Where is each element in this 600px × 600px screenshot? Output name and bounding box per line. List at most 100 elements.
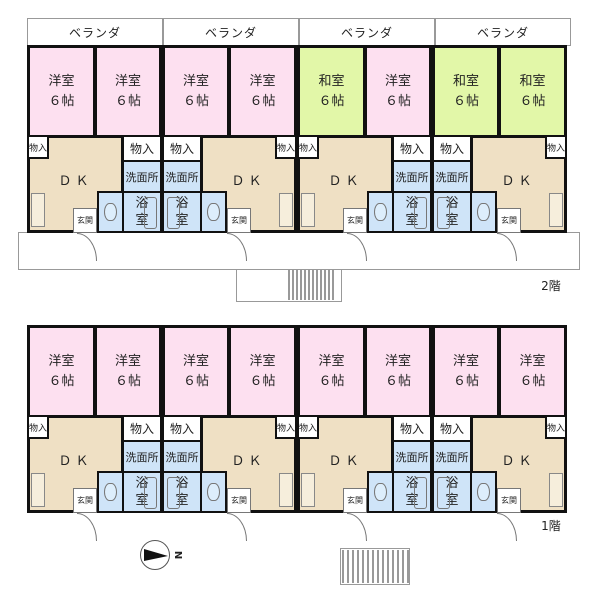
stair-step — [372, 550, 374, 583]
washroom: 洗面所 — [162, 160, 202, 193]
bathroom: 浴 室 — [122, 471, 162, 513]
veranda: ベランダ — [163, 18, 299, 46]
veranda: ベランダ — [299, 18, 435, 46]
closet: 物入 — [392, 135, 432, 162]
entrance: 玄関 — [343, 488, 367, 513]
entrance: 玄関 — [227, 488, 251, 513]
kitchen-sink-icon — [31, 473, 45, 507]
veranda: ベランダ — [27, 18, 163, 46]
room: 洋室 ６帖 — [228, 325, 297, 418]
entrance: 玄関 — [343, 208, 367, 233]
stair-step — [367, 550, 369, 583]
toilet-icon — [374, 483, 387, 501]
closet: 物入 — [122, 135, 162, 162]
stair-step — [357, 550, 359, 583]
floor-label: 1階 — [541, 518, 561, 533]
closet-small: 物入 — [297, 135, 319, 159]
room: 洋室 ６帖 — [162, 325, 230, 418]
room: 洋室 ６帖 — [27, 45, 96, 138]
stair-step — [377, 550, 379, 583]
stair-step — [304, 270, 306, 300]
stair-step — [316, 270, 318, 300]
closet-small: 物入 — [27, 415, 49, 439]
closet-small: 物入 — [545, 415, 567, 439]
closet-small: 物入 — [275, 135, 297, 159]
stair-step — [347, 550, 349, 583]
stair-step — [407, 550, 409, 583]
room: 和室 ６帖 — [432, 45, 500, 138]
closet: 物入 — [122, 415, 162, 442]
stair-step — [288, 270, 290, 300]
stair-step — [320, 270, 322, 300]
room: 洋室 ６帖 — [432, 325, 500, 418]
kitchen-sink-icon — [549, 473, 563, 507]
closet: 物入 — [392, 415, 432, 442]
stair-step — [397, 550, 399, 583]
entrance: 玄関 — [497, 208, 521, 233]
door-icon — [227, 513, 247, 541]
toilet-icon — [477, 483, 490, 501]
bathtub-icon — [437, 477, 450, 509]
room: 洋室 ６帖 — [498, 325, 567, 418]
room: 和室 ６帖 — [498, 45, 567, 138]
veranda: ベランダ — [435, 18, 571, 46]
stair-step — [324, 270, 326, 300]
closet-small: 物入 — [545, 135, 567, 159]
toilet-icon — [104, 483, 117, 501]
closet: 物入 — [432, 135, 472, 162]
closet-small: 物入 — [27, 135, 49, 159]
washroom: 洗面所 — [432, 440, 472, 473]
stair-step — [387, 550, 389, 583]
room: 洋室 ６帖 — [297, 325, 366, 418]
north-label: N — [172, 550, 184, 560]
stair-step — [292, 270, 294, 300]
washroom: 洗面所 — [432, 160, 472, 193]
door-icon — [347, 513, 367, 541]
room: 洋室 ６帖 — [228, 45, 297, 138]
room: 和室 ６帖 — [297, 45, 366, 138]
bathtub-icon — [437, 197, 450, 229]
stair-step — [300, 270, 302, 300]
toilet-icon — [207, 483, 220, 501]
toilet-icon — [477, 203, 490, 221]
corridor — [18, 232, 580, 270]
closet: 物入 — [162, 415, 202, 442]
kitchen-sink-icon — [279, 473, 293, 507]
closet-small: 物入 — [275, 415, 297, 439]
bathtub-icon — [167, 477, 180, 509]
bathtub-icon — [144, 197, 157, 229]
entrance: 玄関 — [497, 488, 521, 513]
washroom: 洗面所 — [122, 440, 162, 473]
kitchen-sink-icon — [31, 193, 45, 227]
room: 洋室 ６帖 — [94, 45, 162, 138]
stairs — [340, 548, 410, 585]
stair-step — [402, 550, 404, 583]
washroom: 洗面所 — [162, 440, 202, 473]
room: 洋室 ６帖 — [364, 45, 432, 138]
stair-step — [296, 270, 298, 300]
stair-step — [332, 270, 334, 300]
kitchen-sink-icon — [279, 193, 293, 227]
stair-step — [312, 270, 314, 300]
stair-step — [342, 550, 344, 583]
toilet-icon — [207, 203, 220, 221]
stair-step — [328, 270, 330, 300]
entrance: 玄関 — [73, 208, 97, 233]
bathroom: 浴 室 — [392, 471, 432, 513]
closet: 物入 — [162, 135, 202, 162]
closet-small: 物入 — [297, 415, 319, 439]
toilet-icon — [104, 203, 117, 221]
stair-step — [352, 550, 354, 583]
entrance: 玄関 — [227, 208, 251, 233]
room: 洋室 ６帖 — [162, 45, 230, 138]
stair-step — [382, 550, 384, 583]
toilet-icon — [374, 203, 387, 221]
washroom: 洗面所 — [392, 440, 432, 473]
door-icon — [77, 513, 97, 541]
bathtub-icon — [414, 197, 427, 229]
room: 洋室 ６帖 — [27, 325, 96, 418]
stair-step — [392, 550, 394, 583]
entrance: 玄関 — [73, 488, 97, 513]
kitchen-sink-icon — [301, 193, 315, 227]
